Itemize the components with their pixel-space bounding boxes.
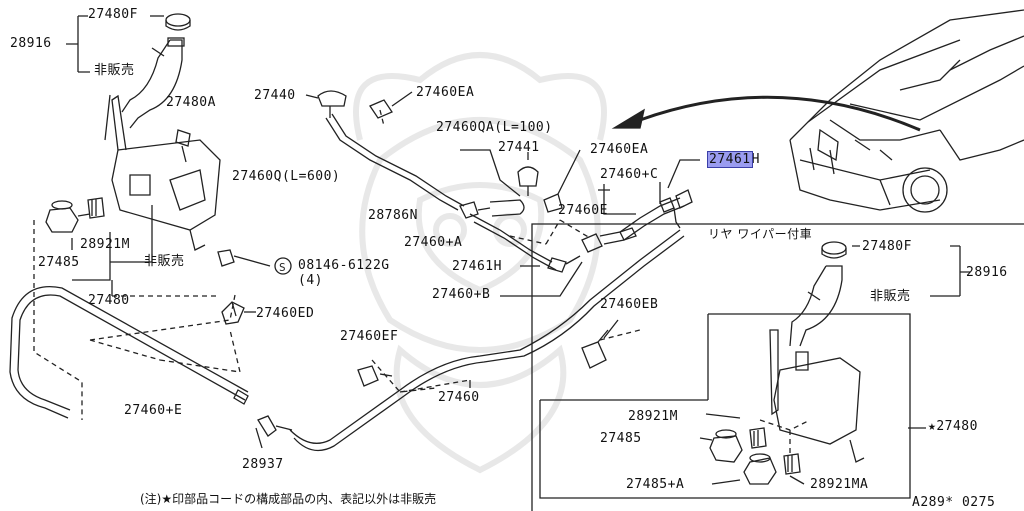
car-illustration bbox=[789, 9, 1024, 213]
leader-28916-left bbox=[66, 15, 90, 73]
label-28921M-right: 28921M bbox=[628, 409, 678, 424]
label-27461-suffix: H bbox=[751, 152, 760, 167]
label-27480A: 27480A bbox=[166, 95, 216, 110]
label-28916-right: 28916 bbox=[966, 265, 1008, 280]
label-27441: 27441 bbox=[498, 140, 540, 155]
label-27485-left: 27485 bbox=[38, 255, 80, 270]
label-rear-wiper: リヤ ワイパー付車 bbox=[708, 227, 813, 241]
label-28937: 28937 bbox=[242, 457, 284, 472]
label-27460ED: 27460ED bbox=[256, 306, 315, 321]
label-27480F-right: 27480F bbox=[862, 239, 912, 254]
watermark-emblem bbox=[353, 52, 607, 474]
label-27460A: 27460+A bbox=[404, 235, 463, 250]
label-not-for-sale-2: 非販売 bbox=[144, 254, 185, 269]
connector-27460QA bbox=[489, 199, 525, 217]
label-27485-right: 27485 bbox=[600, 431, 642, 446]
hose-27460 bbox=[289, 229, 681, 444]
label-27485A: 27485+A bbox=[626, 477, 685, 492]
label-27460Q: 27460Q(L=600) bbox=[232, 169, 341, 184]
label-27460EF: 27460EF bbox=[340, 329, 399, 344]
label-not-for-sale-3: 非販売 bbox=[870, 289, 911, 304]
footer-note: (注)★印部品コードの構成部品の内、表記以外は非販売 bbox=[140, 492, 437, 506]
label-28921MA: 28921MA bbox=[810, 477, 869, 492]
label-bolt-code: 08146-6122G bbox=[298, 258, 390, 273]
label-27460B: 27460+B bbox=[432, 287, 491, 302]
joint-28937 bbox=[255, 415, 293, 449]
label-27480F-top: 27480F bbox=[88, 7, 138, 22]
label-28916-left: 28916 bbox=[10, 36, 52, 51]
label-28921M-left: 28921M bbox=[80, 237, 130, 252]
arrow-to-car bbox=[639, 95, 921, 132]
reservoir-tank bbox=[111, 139, 221, 231]
inset-frame bbox=[531, 223, 1024, 511]
label-27460EB: 27460EB bbox=[600, 297, 659, 312]
hose-27460E-loop bbox=[17, 294, 246, 411]
label-27461H-highlight[interactable]: 27461H bbox=[707, 151, 760, 168]
label-star-27480: ★27480 bbox=[928, 419, 978, 434]
label-27461H: 27461H bbox=[452, 259, 502, 274]
label-not-for-sale-1: 非販売 bbox=[94, 63, 135, 78]
pump-left bbox=[45, 207, 79, 233]
label-27460C: 27460+C bbox=[600, 167, 659, 182]
label-27460E: 27460E bbox=[558, 203, 608, 218]
nozzle-27440 bbox=[317, 90, 347, 118]
label-27460QA: 27460QA(L=100) bbox=[436, 120, 553, 135]
svg-text:S: S bbox=[279, 261, 286, 274]
label-27460EA-top: 27460EA bbox=[416, 85, 475, 100]
hose-27460A bbox=[469, 213, 557, 271]
label-27460EA-mid: 27460EA bbox=[590, 142, 649, 157]
label-27460E-plus: 27460+E bbox=[124, 403, 183, 418]
highlight-27461[interactable]: 27461 bbox=[707, 151, 753, 168]
label-27480: 27480 bbox=[88, 293, 130, 308]
filler-cap bbox=[165, 13, 191, 27]
hose-27460Q bbox=[325, 117, 459, 211]
label-27460: 27460 bbox=[438, 390, 480, 405]
label-27440: 27440 bbox=[254, 88, 296, 103]
diagram-code: A289* 0275 bbox=[912, 495, 996, 510]
label-28786N: 28786N bbox=[368, 208, 418, 223]
label-bolt-qty: (4) bbox=[298, 273, 323, 288]
filler-neck bbox=[121, 39, 183, 129]
